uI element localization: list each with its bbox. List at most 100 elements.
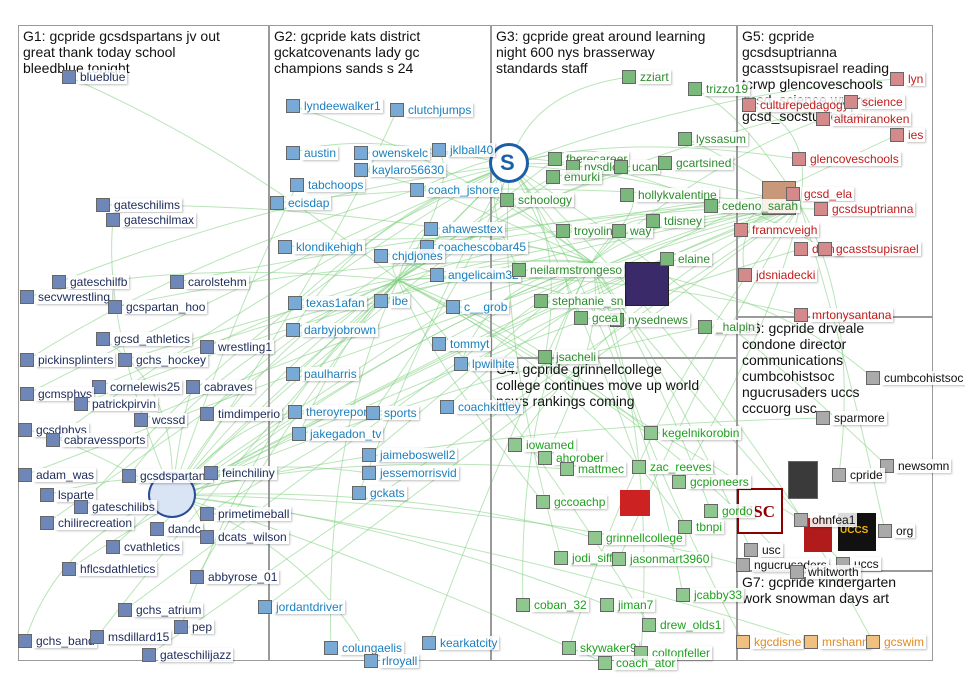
node-g3-20[interactable]: jsacheli	[538, 350, 599, 364]
node-g3-11[interactable]: troyolin	[556, 224, 615, 238]
node-g1-33[interactable]: msdillard15	[90, 630, 172, 644]
node-g1-26[interactable]: dandc	[150, 522, 203, 536]
node-g1-7[interactable]: gcsd_athletics	[96, 332, 193, 346]
node-g2-17[interactable]: darbyjobrown	[286, 323, 379, 337]
node-g1-9[interactable]: gchs_hockey	[118, 353, 209, 367]
node-g6-2[interactable]: newsomn	[880, 459, 952, 473]
node-g5-2[interactable]: science	[844, 95, 905, 109]
node-g1-4[interactable]: carolstehm	[170, 275, 249, 289]
node-g2-28[interactable]: jordantdriver	[258, 600, 345, 614]
node-g3-8[interactable]: hollykvalentine	[620, 188, 719, 202]
node-g4-9[interactable]: jodi_siff	[554, 551, 615, 565]
node-g1-8[interactable]: pickinsplinters	[20, 353, 116, 367]
node-g2-27[interactable]: gckats	[352, 486, 407, 500]
node-g2-13[interactable]: chjdjones	[374, 249, 445, 263]
node-g5-7[interactable]: gcsd_ela	[786, 187, 855, 201]
node-g2-20[interactable]: lpwilhite	[454, 357, 517, 371]
node-g1-34[interactable]: gateschilijazz	[142, 648, 234, 662]
node-g2-31[interactable]: rlroyall	[364, 654, 420, 668]
node-g6-1[interactable]: sparmore	[816, 411, 887, 425]
node-g1-10[interactable]: wrestling1	[200, 340, 275, 354]
node-g3-1[interactable]: trizzo19	[688, 82, 751, 96]
node-g2-21[interactable]: theroyreport	[288, 405, 373, 419]
node-g1-30[interactable]: abbyrose_01	[190, 570, 280, 584]
node-g4-8[interactable]: grinnellcollege	[588, 531, 685, 545]
node-g4-12[interactable]: coban_32	[516, 598, 589, 612]
node-g4-3[interactable]: mattmec	[560, 462, 627, 476]
node-g1-3[interactable]: gateschilfb	[52, 275, 130, 289]
node-g1-16[interactable]: wcssd	[134, 413, 188, 427]
node-g3-6[interactable]: lyssasum	[678, 132, 749, 146]
node-g1-0[interactable]: blueblue	[62, 70, 128, 84]
node-g4-6[interactable]: gccoachp	[536, 495, 608, 509]
node-g2-7[interactable]: coach_jshore	[410, 183, 502, 197]
node-g2-12[interactable]: texas1afan	[288, 296, 367, 310]
node-g4-13[interactable]: jiman7	[600, 598, 656, 612]
node-g4-5[interactable]: gcpioneers	[672, 475, 751, 489]
node-g2-5[interactable]: kaylaro56630	[354, 163, 447, 177]
node-g4-15[interactable]: skywaker9	[562, 641, 639, 655]
node-g5-11[interactable]: jdsniadecki	[738, 268, 818, 282]
node-g2-22[interactable]: sports	[366, 406, 419, 420]
node-g3-14[interactable]: elaine	[660, 252, 713, 266]
node-g1-27[interactable]: dcats_wilson	[200, 530, 289, 544]
node-g4-14[interactable]: jcabby33	[676, 588, 745, 602]
node-g2-1[interactable]: clutchjumps	[390, 103, 474, 117]
node-g3-18[interactable]: gcea	[574, 311, 621, 325]
node-g7-2[interactable]: gcswim	[866, 635, 927, 649]
node-g1-14[interactable]: patrickpirvin	[74, 397, 159, 411]
node-g4-0[interactable]: iowamed	[508, 438, 577, 452]
node-g3-5[interactable]: ucan	[614, 160, 661, 174]
node-g2-2[interactable]: austin	[286, 146, 339, 160]
node-g5-6[interactable]: franmcveigh	[734, 223, 820, 237]
node-g3-9[interactable]: emurki	[546, 170, 603, 184]
node-g2-9[interactable]: ahawesttex	[424, 222, 505, 236]
node-g5-1[interactable]: culturepedagogy	[742, 98, 851, 112]
node-g2-23[interactable]: coachkittley	[440, 400, 523, 414]
node-g1-12[interactable]: cabraves	[186, 380, 255, 394]
node-g4-1[interactable]: kegelnikorobin	[644, 426, 742, 440]
node-g1-20[interactable]: gcsdspartans	[122, 469, 214, 483]
node-g2-6[interactable]: tabchoops	[290, 178, 366, 192]
node-g1-35[interactable]: pep	[174, 620, 215, 634]
node-g3-16[interactable]: stephanie_sn	[534, 294, 626, 308]
node-g6-8[interactable]: org	[878, 524, 916, 538]
node-g6-4[interactable]: ohnfea1	[794, 513, 858, 527]
node-g4-10[interactable]: jasonmart3960	[612, 552, 712, 566]
node-g2-10[interactable]: klondikehigh	[278, 240, 365, 254]
node-g1-15[interactable]: timdimperio	[200, 407, 283, 421]
node-g1-18[interactable]: cabravessports	[46, 433, 148, 447]
node-g5-5[interactable]: glencoveschools	[792, 152, 901, 166]
node-g5-12[interactable]: mrtonysantana	[794, 308, 894, 322]
node-g1-29[interactable]: hflcsdathletics	[62, 562, 158, 576]
node-g4-16[interactable]: drew_olds1	[642, 618, 724, 632]
node-g2-15[interactable]: ibe	[374, 294, 411, 308]
node-g2-24[interactable]: jakegadon_tv	[292, 427, 384, 441]
node-g1-31[interactable]: gchs_atrium	[118, 603, 204, 617]
node-g1-5[interactable]: secvwrestling	[20, 290, 113, 304]
node-g5-8[interactable]: gcsdsuptrianna	[814, 202, 916, 216]
node-g4-18[interactable]: coach_ator	[598, 656, 678, 670]
node-g6-0[interactable]: cumbcohistsoc	[866, 371, 965, 385]
node-g1-19[interactable]: adam_was	[18, 468, 97, 482]
node-g1-21[interactable]: feinchiliny	[204, 466, 277, 480]
node-g2-3[interactable]: owenskelc	[354, 146, 431, 160]
node-g4-7[interactable]: gordo	[704, 504, 755, 518]
node-g1-11[interactable]: cornelewis25	[92, 380, 183, 394]
node-g1-22[interactable]: lsparte	[40, 488, 97, 502]
node-g1-24[interactable]: primetimeball	[200, 507, 292, 521]
node-g2-30[interactable]: kearkatcity	[422, 636, 500, 650]
node-g4-4[interactable]: zac_reeves	[632, 460, 714, 474]
node-g6-5[interactable]: usc	[744, 543, 783, 557]
node-g3-0[interactable]: zziart	[622, 70, 671, 84]
node-g5-4[interactable]: ies	[890, 128, 926, 142]
node-g1-28[interactable]: cvathletics	[106, 540, 183, 554]
node-g1-2[interactable]: gateschilmax	[106, 213, 197, 227]
node-g1-25[interactable]: chilirecreation	[40, 516, 135, 530]
node-g2-4[interactable]: jklball40	[432, 143, 496, 157]
node-g1-23[interactable]: gateschilibs	[74, 500, 157, 514]
node-g5-3[interactable]: altamiranoken	[816, 112, 912, 126]
node-g7-1[interactable]: mrshann	[804, 635, 871, 649]
node-g1-1[interactable]: gateschilims	[96, 198, 183, 212]
node-g1-32[interactable]: gchs_band	[18, 634, 97, 648]
